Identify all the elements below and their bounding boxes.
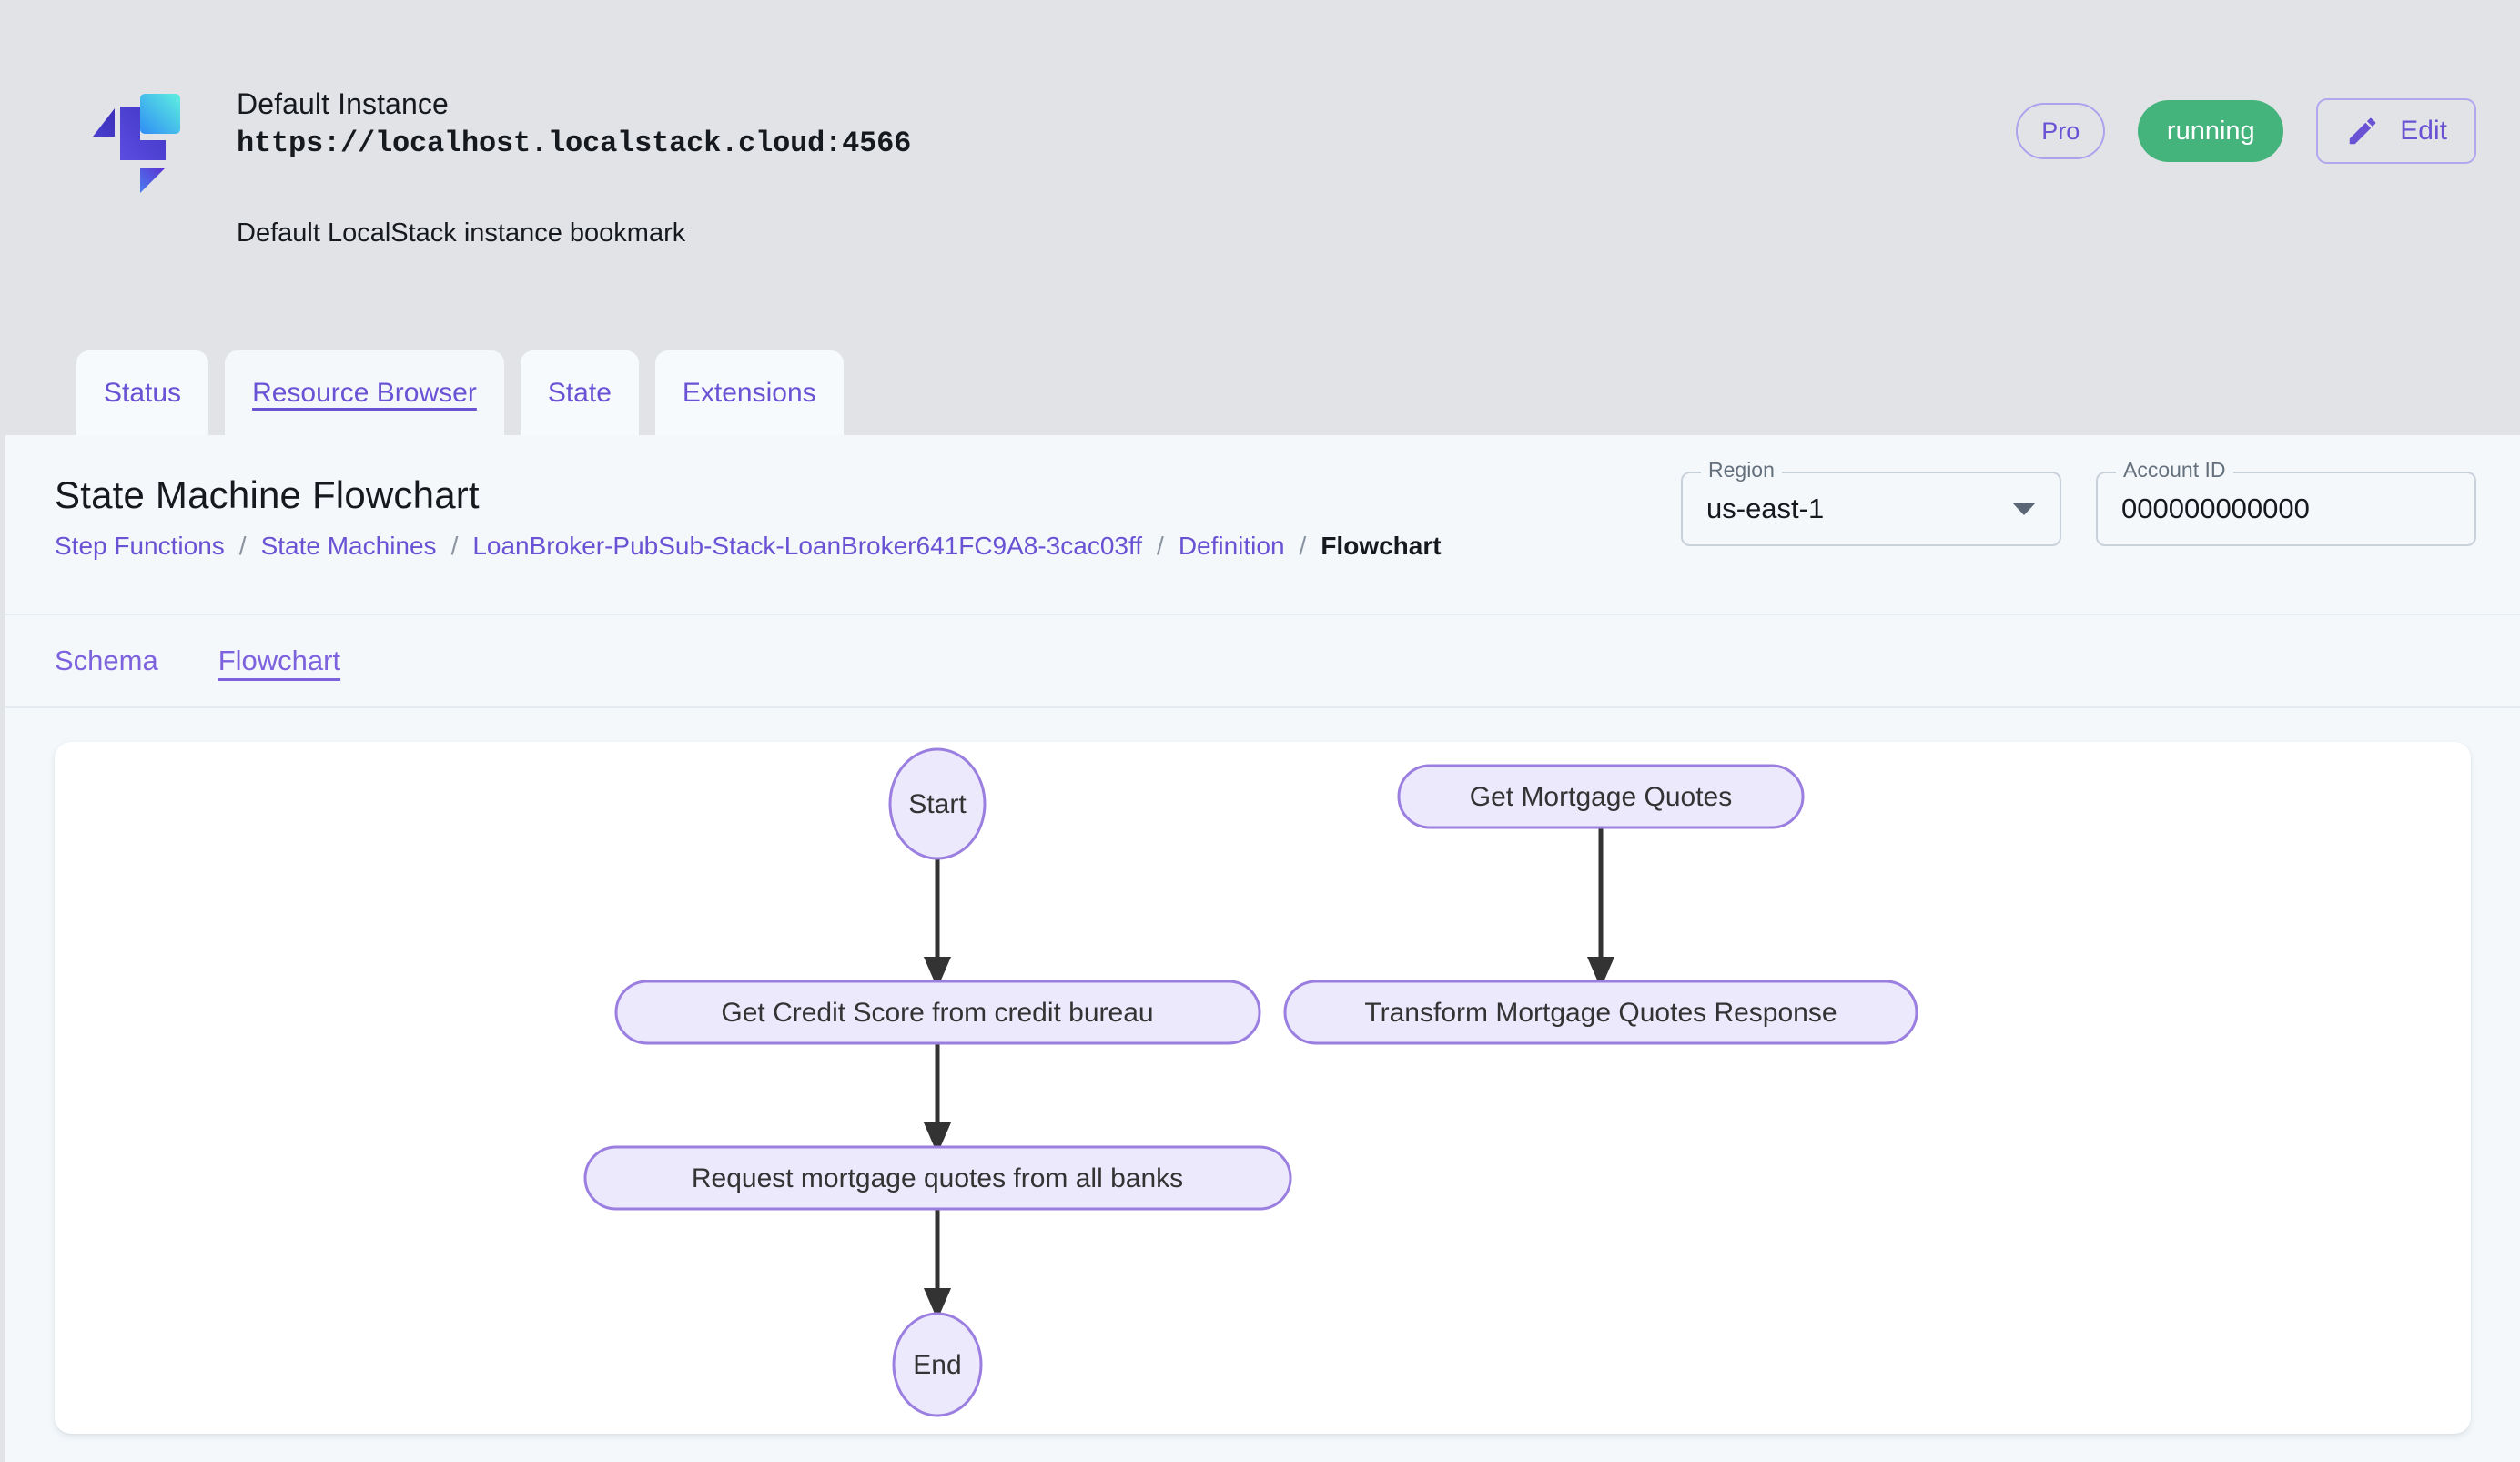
account-id-label: Account ID [2116,458,2233,482]
brand-row: Default Instance https://localhost.local… [87,84,911,193]
breadcrumb-item-definition[interactable]: Definition [1179,532,1285,561]
localstack-logo-icon [87,84,187,193]
subtab-flowchart-label: Flowchart [218,645,340,676]
status-badge[interactable]: running [2138,100,2283,162]
page-header: State Machine Flowchart Step Functions /… [5,435,2520,615]
tab-state[interactable]: State [521,350,639,435]
pro-badge[interactable]: Pro [2016,103,2105,159]
region-select-value: us-east-1 [1706,492,1824,525]
subtab-flowchart[interactable]: Flowchart [218,645,340,677]
tab-extensions[interactable]: Extensions [655,350,844,435]
breadcrumb-separator: / [1300,532,1307,561]
account-id-value: 000000000000 [2121,492,2310,525]
edit-button[interactable]: Edit [2316,98,2476,164]
flow-node-end-label: End [913,1350,961,1380]
flowchart-card: Start Get Credit Score from credit burea… [55,742,2471,1434]
flow-edges [937,827,1601,1312]
instance-name: Default Instance [237,84,911,124]
header-actions: Pro running Edit [2016,98,2476,164]
context-selectors: Region us-east-1 Account ID 000000000000 [1681,472,2476,546]
breadcrumb-item-step-functions[interactable]: Step Functions [55,532,225,561]
breadcrumb-separator: / [239,532,247,561]
flow-node-end[interactable]: End [894,1314,981,1416]
account-id-field[interactable]: Account ID 000000000000 [2096,472,2476,546]
breadcrumb-item-flowchart: Flowchart [1321,532,1441,561]
flow-node-transform-response[interactable]: Transform Mortgage Quotes Response [1285,981,1917,1043]
secondary-tabs: Schema Flowchart [5,615,2520,708]
subtab-schema[interactable]: Schema [55,645,158,677]
brand-text: Default Instance https://localhost.local… [237,84,911,164]
breadcrumb: Step Functions / State Machines / LoanBr… [55,532,1442,561]
breadcrumb-separator: / [451,532,459,561]
primary-tabs: Status Resource Browser State Extensions [76,350,860,435]
edit-button-label: Edit [2400,116,2447,147]
instance-header: Default Instance https://localhost.local… [0,0,2520,428]
page-title: State Machine Flowchart [55,473,480,517]
flow-node-request-quotes[interactable]: Request mortgage quotes from all banks [585,1147,1290,1209]
chevron-down-icon [2012,503,2036,515]
flow-node-start[interactable]: Start [890,749,985,858]
flow-node-credit-score[interactable]: Get Credit Score from credit bureau [616,981,1260,1043]
region-select[interactable]: Region us-east-1 [1681,472,2061,546]
flow-node-credit-score-label: Get Credit Score from credit bureau [721,998,1153,1028]
flow-node-get-mortgage-quotes[interactable]: Get Mortgage Quotes [1399,766,1803,827]
flowchart-diagram[interactable]: Start Get Credit Score from credit burea… [55,742,2471,1434]
instance-url: https://localhost.localstack.cloud:4566 [237,124,911,164]
tab-state-label: State [548,378,612,409]
tab-resource-browser[interactable]: Resource Browser [225,350,504,435]
flow-node-transform-response-label: Transform Mortgage Quotes Response [1364,998,1837,1028]
region-select-label: Region [1701,458,1782,482]
status-badge-label: running [2167,117,2255,147]
tab-status[interactable]: Status [76,350,208,435]
pencil-icon [2345,114,2380,148]
subtab-schema-label: Schema [55,645,158,676]
pro-badge-label: Pro [2041,117,2080,146]
breadcrumb-item-state-machine-name[interactable]: LoanBroker-PubSub-Stack-LoanBroker641FC9… [472,532,1142,561]
tab-resource-browser-label: Resource Browser [252,378,477,409]
breadcrumb-separator: / [1157,532,1164,561]
instance-description: Default LocalStack instance bookmark [237,218,685,249]
tab-extensions-label: Extensions [683,378,816,409]
flow-node-start-label: Start [908,789,967,819]
content-panel: State Machine Flowchart Step Functions /… [5,435,2520,1462]
flow-node-get-mortgage-quotes-label: Get Mortgage Quotes [1470,782,1733,812]
tab-status-label: Status [104,378,181,409]
flow-node-request-quotes-label: Request mortgage quotes from all banks [692,1163,1183,1193]
breadcrumb-item-state-machines[interactable]: State Machines [261,532,437,561]
